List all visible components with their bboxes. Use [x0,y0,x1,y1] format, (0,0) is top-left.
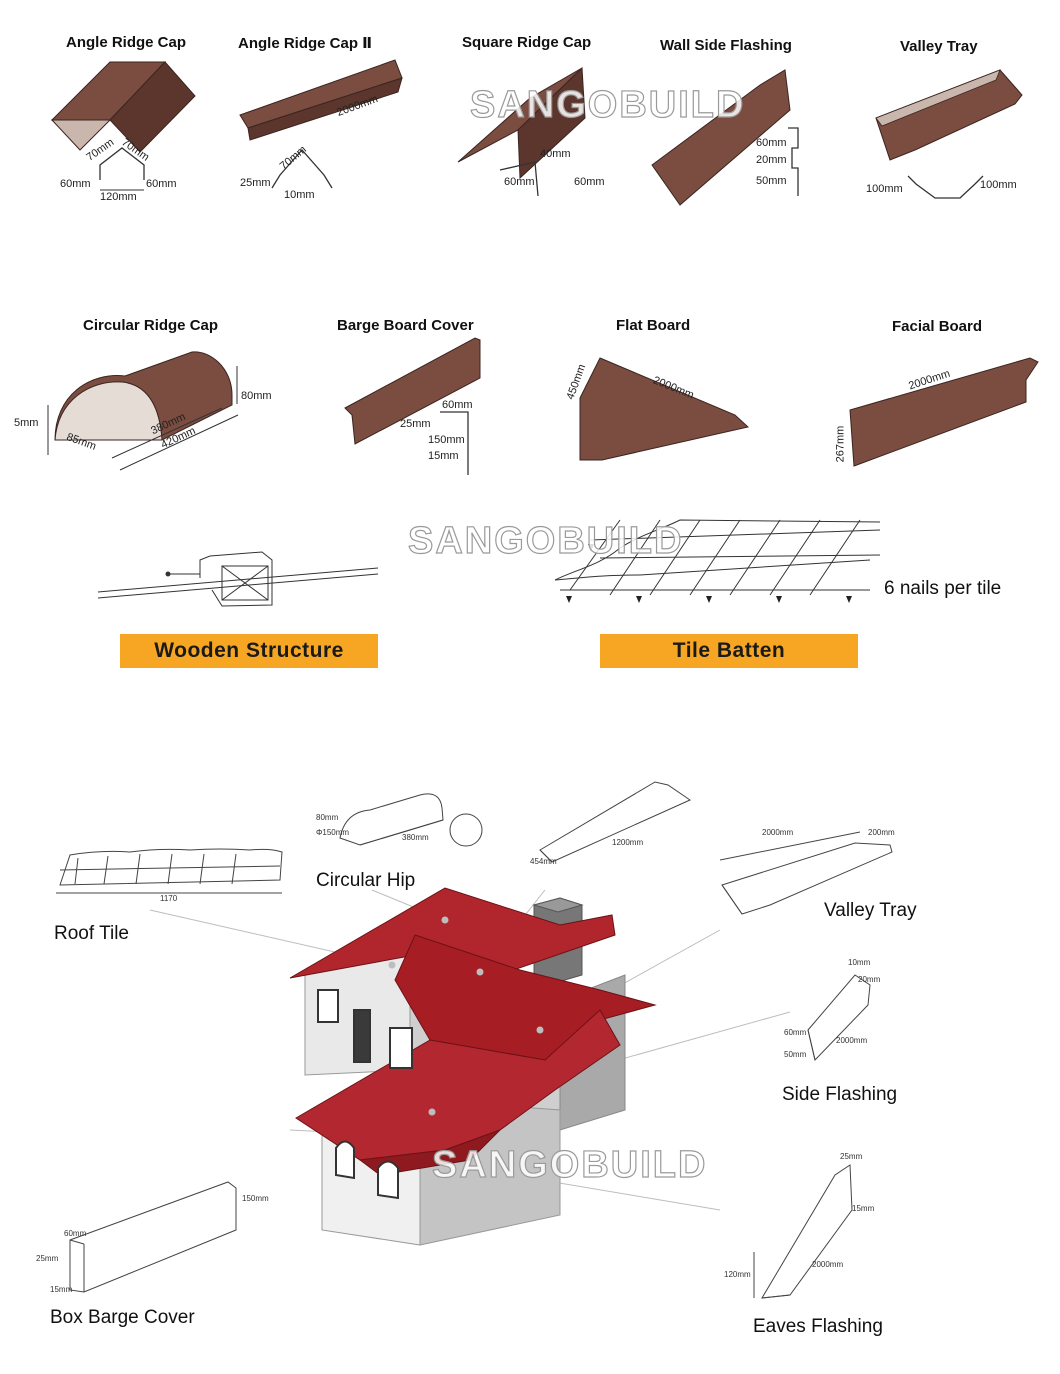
profile-title: Circular Ridge Cap [83,317,219,334]
nails-note: 6 nails per tile [884,578,1002,599]
profile-title: Valley Tray [900,38,978,55]
box-barge-cover-sketch [69,1181,237,1293]
dimension-label: 25mm [240,177,271,189]
dimension-label: 2000mm [836,1036,868,1045]
dimension-label: 120mm [724,1270,751,1279]
dimension-label: 60mm [504,176,535,188]
dimension-label: 150mm [428,434,465,446]
profile-title: Angle Ridge Cap Ⅱ [238,35,373,52]
dimension-label: 20mm [756,154,787,166]
dimension-label: 2000mm [762,828,794,837]
dimension-label: 15mm [50,1285,73,1294]
dimension-label: 20mm [858,975,881,984]
barge-board-cover-shape [344,337,481,445]
dimension-label: 60mm [146,178,177,190]
watermark: SANGOBUILD [469,83,746,126]
dimension-label: 60mm [60,178,91,190]
profile-title: Facial Board [892,318,983,335]
dimension-label: 380mm [402,833,429,842]
label-eaves-flashing: Eaves Flashing [753,1316,883,1337]
dimension-label: 15mm [852,1204,875,1213]
dimension-label: 15mm [428,450,459,462]
wooden-structure-button: Wooden Structure [120,634,378,668]
dimension-label: 60mm [64,1229,87,1238]
label-box-barge-cover: Box Barge Cover [50,1307,195,1328]
dimension-label: 1200mm [612,838,644,847]
profile-title: Square Ridge Cap [462,34,592,51]
dimension-label: 150mm [242,1194,269,1203]
wall-side-flashing-shape [651,69,791,206]
dimension-label: 80mm [316,813,339,822]
label-valley-tray: Valley Tray [824,900,917,921]
wooden-structure-sketch [97,551,379,607]
dimension-label: 50mm [784,1050,807,1059]
dimension-label: 25mm [840,1152,863,1161]
dimension-label: 2000mm [812,1260,844,1269]
dimension-label: 5mm [14,417,39,429]
dimension-label: 120mm [100,191,137,203]
ridge-sketch [539,781,692,863]
dimension-label: 50mm [756,175,787,187]
dimension-label: 454mm [530,857,557,866]
dimension-label: Φ150mm [316,828,350,837]
dimension-label: 10mm [848,958,871,967]
dimension-label: 1170 [160,894,178,903]
profile-title: Flat Board [616,317,691,334]
facial-board-shape [849,357,1039,467]
dimension-label: 60mm [574,176,605,188]
dimension-label: 60mm [756,137,787,149]
flat-board-shape [579,357,750,461]
watermark: SANGOBUILD [431,1143,708,1186]
circular-hip-sketch [339,793,483,847]
profiles-row-1-drawings [50,59,1023,206]
dimension-label: 80mm [241,390,272,402]
dimension-label: 25mm [36,1254,59,1263]
profile-title: Barge Board Cover [337,317,474,334]
installation-drawings [97,519,881,607]
profile-title: Wall Side Flashing [660,37,792,54]
profiles-row-2-drawings [47,337,1039,475]
dimension-label: 40mm [540,148,571,160]
label-roof-tile: Roof Tile [54,923,129,944]
dimension-label: 10mm [284,189,315,201]
side-flashing-sketch [807,974,871,1062]
watermark: SANGOBUILD [407,519,684,562]
dimension-label: 25mm [400,418,431,430]
label-circular-hip: Circular Hip [316,870,416,891]
valley-tray-sketch [719,831,893,915]
label-side-flashing: Side Flashing [782,1084,898,1105]
profile-title: Angle Ridge Cap [66,34,187,51]
dimension-label: 200mm [868,828,895,837]
eaves-flashing-sketch [753,1164,853,1299]
dimension-label: 100mm [866,183,903,195]
dimension-label: 100mm [980,179,1017,191]
tile-batten-sketch [554,519,881,596]
roof-tile-sketch [56,848,283,894]
tile-batten-button: Tile Batten [600,634,858,668]
dimension-label: 60mm [784,1028,807,1037]
dimension-label: 60mm [442,399,473,411]
